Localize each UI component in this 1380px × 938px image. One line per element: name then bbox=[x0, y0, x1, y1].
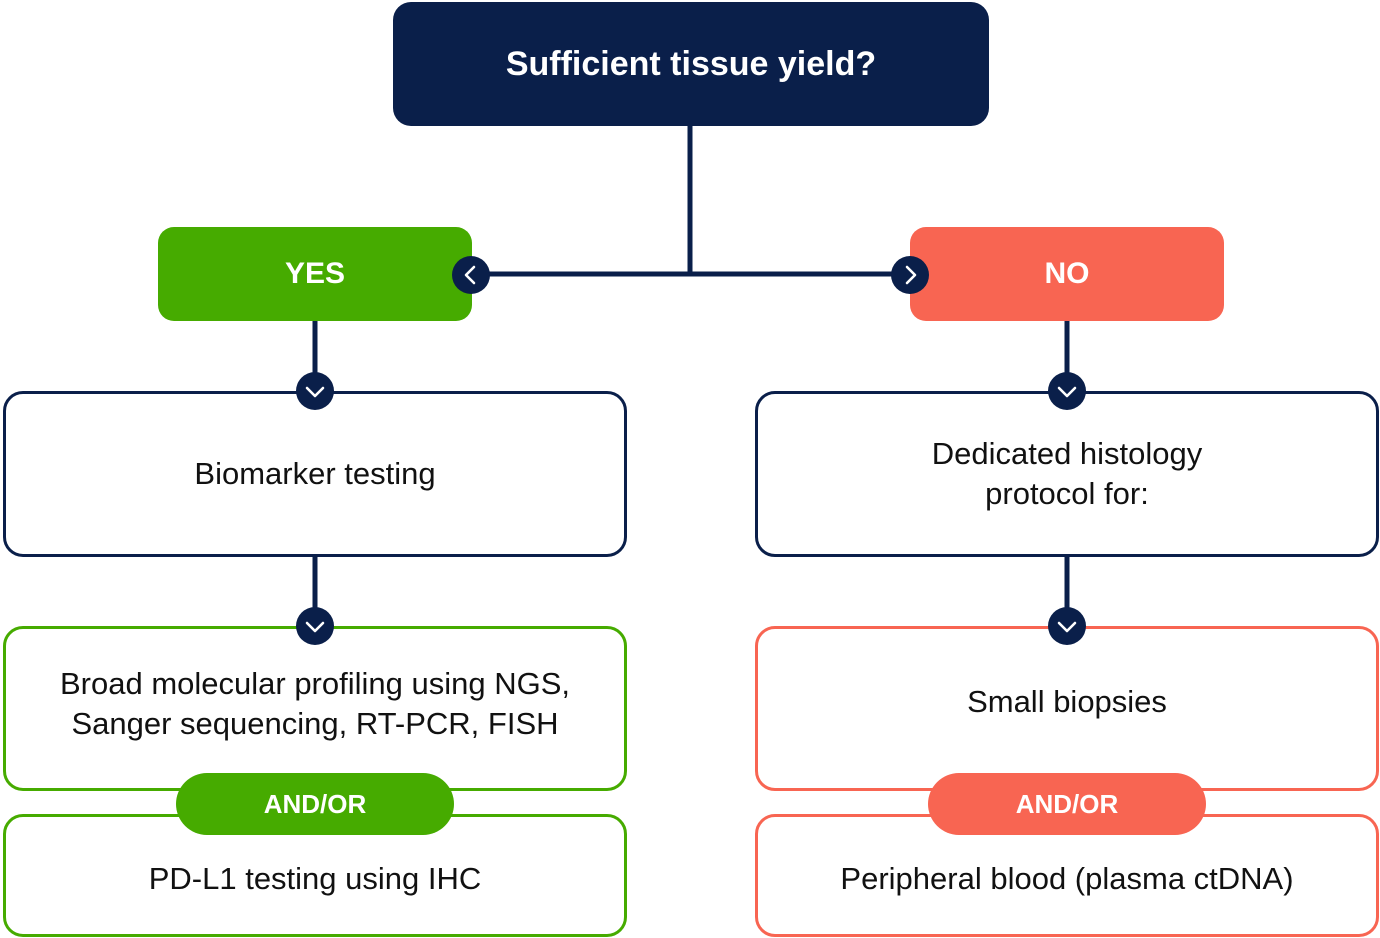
chevron-down-icon bbox=[296, 607, 334, 645]
pd-l1-testing-text: PD-L1 testing using IHC bbox=[148, 860, 482, 896]
peripheral-blood-text: Peripheral blood (plasma ctDNA) bbox=[840, 860, 1294, 896]
chevron-left-icon bbox=[452, 256, 490, 294]
yes-label: YES bbox=[284, 257, 346, 290]
root-question-node: Sufficient tissue yield? bbox=[393, 2, 989, 126]
molecular-profiling-line1: Broad molecular profiling using NGS, bbox=[59, 665, 571, 701]
chevron-right-icon bbox=[891, 256, 929, 294]
root-question-label: Sufficient tissue yield? bbox=[505, 44, 877, 83]
histology-protocol-node: Dedicated histology protocol for: bbox=[755, 391, 1379, 557]
chevron-down-icon bbox=[1048, 607, 1086, 645]
pd-l1-testing-node: PD-L1 testing using IHC bbox=[3, 814, 627, 937]
molecular-profiling-node: Broad molecular profiling using NGS, San… bbox=[3, 626, 627, 791]
no-and-or-label: AND/OR bbox=[1015, 788, 1119, 819]
biomarker-testing-node: Biomarker testing bbox=[3, 391, 627, 557]
chevron-down-icon bbox=[296, 372, 334, 410]
small-biopsies-text: Small biopsies bbox=[967, 683, 1167, 719]
molecular-profiling-line2: Sanger sequencing, RT-PCR, FISH bbox=[71, 705, 559, 741]
chevron-down-icon bbox=[1048, 372, 1086, 410]
yes-and-or-badge: AND/OR bbox=[176, 773, 454, 835]
histology-protocol-line2: protocol for: bbox=[985, 476, 1149, 511]
no-label: NO bbox=[1044, 257, 1090, 290]
histology-protocol-line1: Dedicated histology bbox=[931, 436, 1203, 471]
no-and-or-badge: AND/OR bbox=[928, 773, 1206, 835]
yes-node: YES bbox=[158, 227, 472, 321]
small-biopsies-node: Small biopsies bbox=[755, 626, 1379, 791]
no-node: NO bbox=[910, 227, 1224, 321]
biomarker-testing-text: Biomarker testing bbox=[194, 456, 436, 491]
yes-and-or-label: AND/OR bbox=[263, 788, 367, 819]
